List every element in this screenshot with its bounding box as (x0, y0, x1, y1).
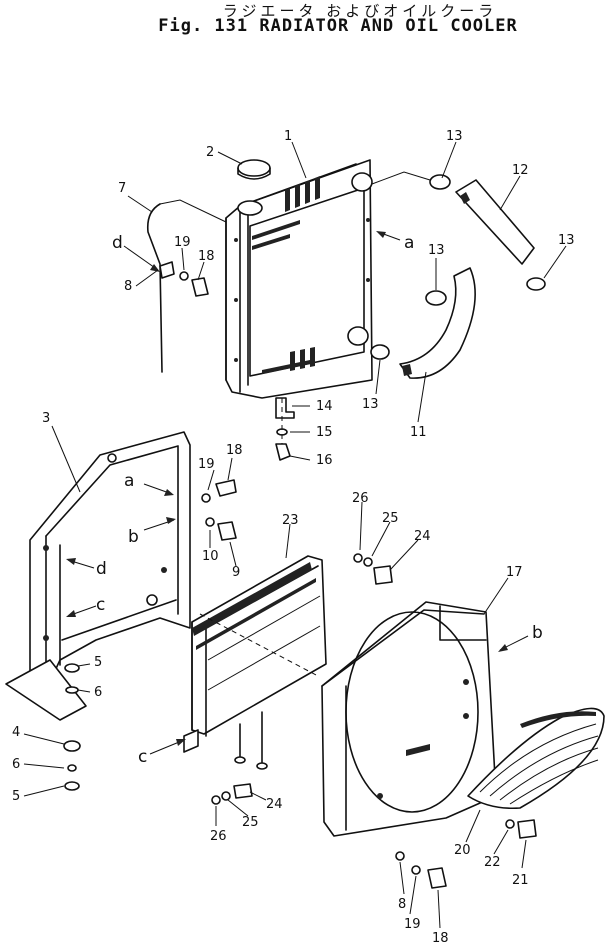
hose-clamp (526, 277, 546, 291)
callout-23: 23 (282, 513, 299, 528)
callout-24: 24 (414, 529, 431, 544)
callout-13: 13 (362, 397, 379, 412)
ref-letter-b: b (532, 623, 543, 643)
callout-5: 5 (12, 789, 20, 804)
callout-24: 24 (266, 797, 283, 812)
callout-13: 13 (446, 129, 463, 144)
callout-6: 6 (12, 757, 20, 772)
callout-22: 22 (484, 855, 501, 870)
rubber-mount (63, 663, 81, 791)
callout-4: 4 (12, 725, 20, 740)
hose-clamp (370, 344, 390, 360)
callout-numbers: 1 2 13 12 7 19 18 13 13 8 13 14 11 3 15 … (12, 129, 575, 946)
oil-cooler (183, 555, 327, 770)
ref-letter-b: b (128, 527, 139, 547)
leader-lines (23, 141, 567, 929)
callout-17: 17 (506, 565, 523, 580)
radiator (225, 159, 373, 399)
callout-18: 18 (226, 443, 243, 458)
callout-13: 13 (428, 243, 445, 258)
drain-valve (275, 397, 295, 461)
callout-25: 25 (242, 815, 259, 830)
ref-letter-c: c (96, 595, 105, 615)
ref-letter-d: d (112, 233, 123, 253)
callout-21: 21 (512, 873, 529, 888)
callout-10: 10 (202, 549, 219, 564)
fan-guard (467, 707, 605, 810)
lower-hose (399, 267, 476, 379)
overflow-tube (146, 203, 163, 373)
ref-letter-a: a (404, 233, 414, 253)
callout-8: 8 (124, 279, 132, 294)
figure-title: Fig. 131 RADIATOR AND OIL COOLER (158, 16, 518, 36)
radiator-cap (237, 159, 271, 180)
callout-16: 16 (316, 453, 333, 468)
callout-12: 12 (512, 163, 529, 178)
callout-13: 13 (558, 233, 575, 248)
callout-5: 5 (94, 655, 102, 670)
callout-26: 26 (210, 829, 227, 844)
callout-19: 19 (404, 917, 421, 932)
callout-15: 15 (316, 425, 333, 440)
shroud-frame (5, 431, 191, 721)
upper-hose (455, 179, 535, 265)
callout-26: 26 (352, 491, 369, 506)
hose-clamp (425, 290, 447, 306)
callout-2: 2 (206, 145, 214, 160)
ref-letter-c: c (138, 747, 147, 767)
callout-25: 25 (382, 511, 399, 526)
reference-letters: a d a b d c b c (96, 233, 543, 767)
fan-shroud (321, 601, 497, 837)
callout-18: 18 (198, 249, 215, 264)
callout-14: 14 (316, 399, 333, 414)
callout-18: 18 (432, 931, 449, 946)
ref-letter-a: a (124, 471, 134, 491)
callout-1: 1 (284, 129, 292, 144)
callout-19: 19 (174, 235, 191, 250)
callout-8: 8 (398, 897, 406, 912)
callout-6: 6 (94, 685, 102, 700)
bolts-and-washers (159, 261, 537, 889)
callout-9: 9 (232, 565, 240, 580)
callout-19: 19 (198, 457, 215, 472)
ref-letter-d: d (96, 559, 107, 579)
reference-arrows (66, 231, 529, 755)
figure-title-japanese: ラジエータ およびオイルクーラ (222, 2, 498, 20)
callout-3: 3 (42, 411, 50, 426)
callout-20: 20 (454, 843, 471, 858)
hose-clamp (429, 174, 451, 190)
callout-7: 7 (118, 181, 126, 196)
callout-11: 11 (410, 425, 427, 440)
